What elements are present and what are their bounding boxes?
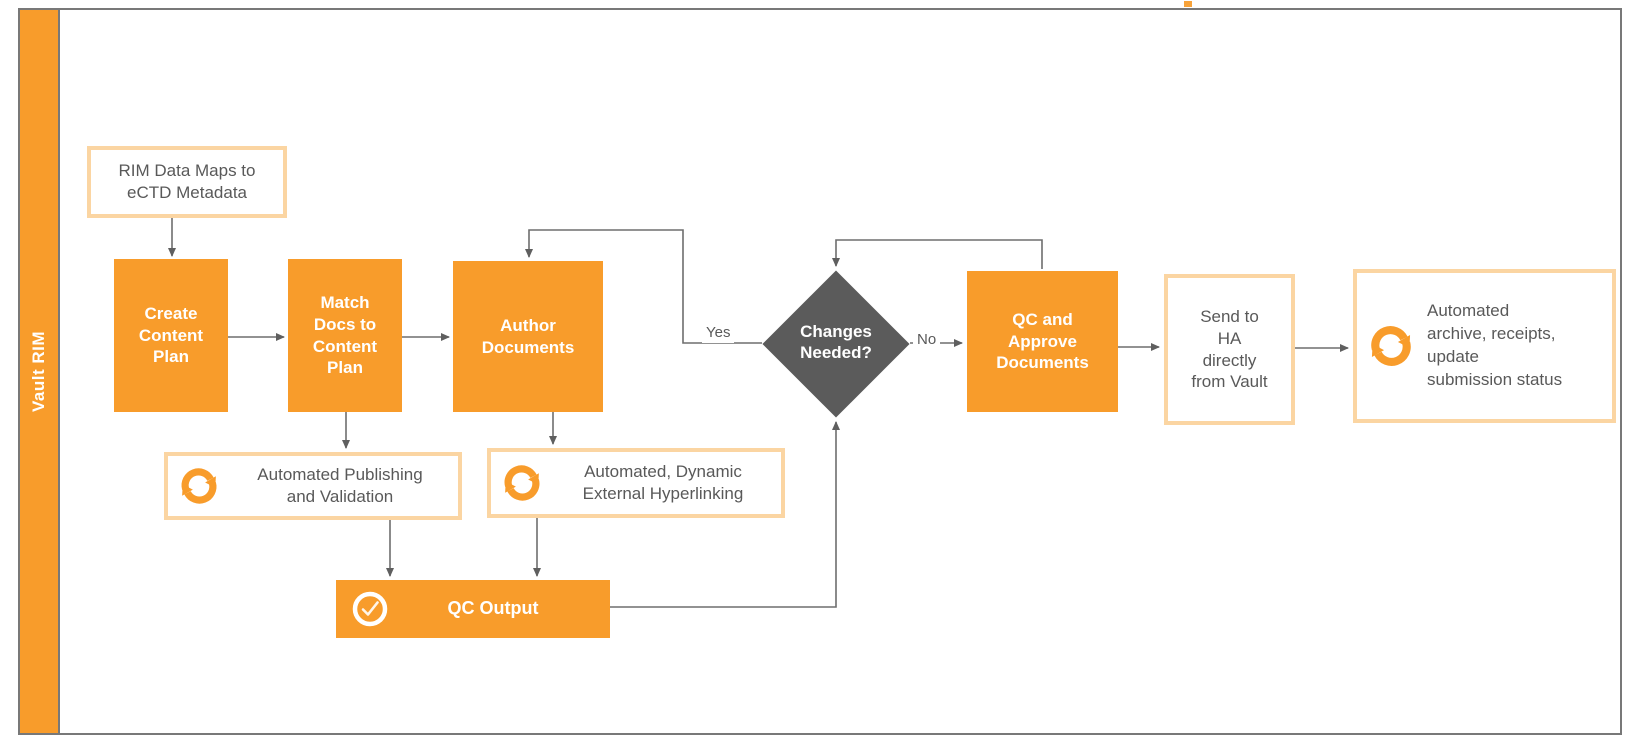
node-match-docs: Match Docs to Content Plan	[288, 259, 402, 412]
edge-label-yes: Yes	[702, 324, 735, 343]
node-qc-approve: QC and Approve Documents	[967, 271, 1118, 412]
sync-icon	[176, 463, 222, 509]
sync-icon	[499, 460, 545, 506]
node-match-docs-label: Match Docs to Content Plan	[312, 293, 378, 378]
node-author-documents-label: Author Documents	[481, 315, 575, 357]
node-automated-hyperlinking: Automated, Dynamic External Hyperlinking	[487, 448, 785, 518]
node-send-to-ha-label: Send to HA directly from Vault	[1191, 307, 1268, 392]
node-create-content-plan-label: Create Content Plan	[138, 303, 204, 367]
sync-icon	[1365, 320, 1417, 372]
node-author-documents: Author Documents	[453, 261, 603, 412]
node-automated-hyperlinking-label: Automated, Dynamic External Hyperlinking	[582, 462, 744, 503]
node-automated-archive: Automated archive, receipts, update subm…	[1353, 269, 1616, 423]
node-automated-archive-label: Automated archive, receipts, update subm…	[1427, 301, 1563, 389]
node-rim-data-maps: RIM Data Maps to eCTD Metadata	[87, 146, 287, 218]
node-qc-output: QC Output	[336, 580, 610, 638]
node-create-content-plan: Create Content Plan	[114, 259, 228, 412]
swimlane-header: Vault RIM	[20, 10, 60, 733]
swimlane-title: Vault RIM	[29, 330, 48, 412]
node-qc-approve-label: QC and Approve Documents	[996, 309, 1089, 373]
node-qc-output-label: QC Output	[447, 598, 539, 619]
top-border-orange-mark	[1184, 1, 1192, 7]
node-automated-publishing: Automated Publishing and Validation	[164, 452, 462, 520]
node-rim-data-maps-label: RIM Data Maps to eCTD Metadata	[118, 161, 256, 202]
node-send-to-ha: Send to HA directly from Vault	[1164, 274, 1295, 425]
edge-label-no: No	[913, 331, 941, 350]
check-circle-icon	[350, 589, 390, 629]
node-changes-needed-label: Changes Needed?	[800, 322, 872, 363]
node-automated-publishing-label: Automated Publishing and Validation	[257, 465, 423, 506]
